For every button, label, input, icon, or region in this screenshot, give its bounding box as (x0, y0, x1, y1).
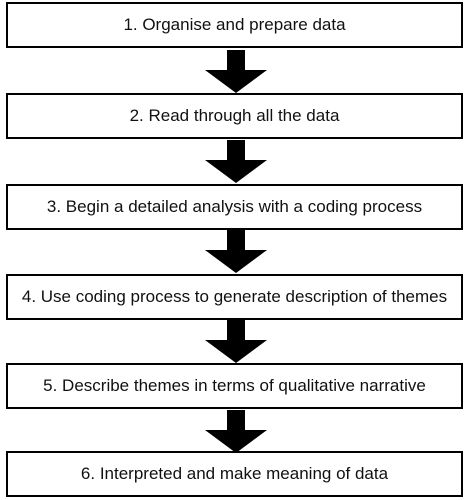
down-arrow-icon (205, 140, 267, 183)
step-5-label: 5. Describe themes in terms of qualitati… (43, 376, 426, 395)
step-6-box: 6. Interpreted and make meaning of data (6, 451, 463, 497)
step-6-label: 6. Interpreted and make meaning of data (80, 464, 389, 483)
step-3-box: 3. Begin a detailed analysis with a codi… (6, 184, 463, 230)
down-arrow-icon (205, 320, 267, 363)
down-arrow-icon (205, 50, 267, 93)
down-arrow-icon (205, 410, 267, 453)
step-5-box: 5. Describe themes in terms of qualitati… (6, 363, 463, 409)
step-1-box: 1. Organise and prepare data (6, 2, 463, 48)
down-arrow-icon (205, 230, 267, 273)
step-4-box: 4. Use coding process to generate descri… (6, 274, 463, 320)
step-3-label: 3. Begin a detailed analysis with a codi… (46, 197, 423, 216)
step-1-label: 1. Organise and prepare data (123, 15, 346, 34)
step-2-label: 2. Read through all the data (129, 106, 340, 125)
step-2-box: 2. Read through all the data (6, 93, 463, 139)
step-4-label: 4. Use coding process to generate descri… (21, 287, 448, 306)
